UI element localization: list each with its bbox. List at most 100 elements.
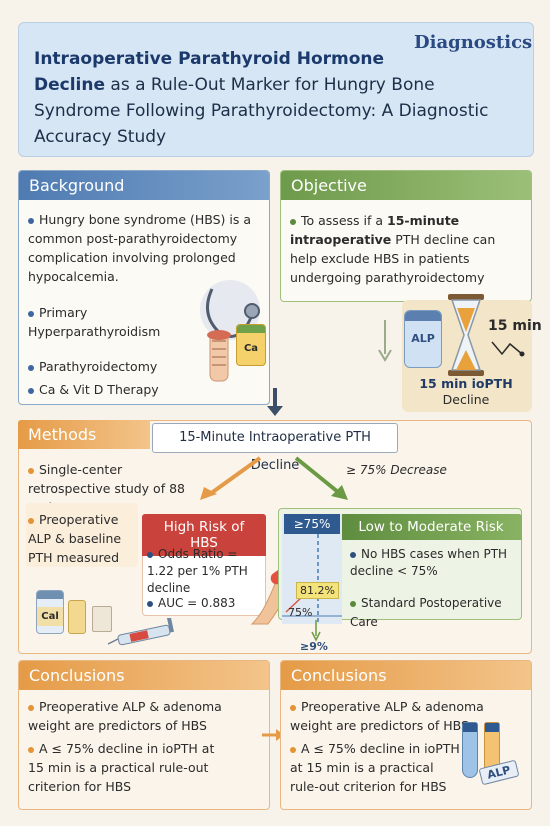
hourglass-glass bbox=[450, 299, 482, 371]
methods-bullet-2-text: Preoperative ALP & baseline PTH measured bbox=[28, 512, 122, 565]
bullet-icon bbox=[350, 551, 356, 558]
background-bullet-2: Primary Hyperparathyroidism bbox=[28, 303, 188, 341]
high-risk-bullet-2: AUC = 0.883 bbox=[147, 594, 265, 613]
title-line-4: Accuracy Study bbox=[34, 127, 167, 147]
orange-branch-arrow-shaft bbox=[208, 456, 262, 496]
background-bullet-3-text: Parathyroidectomy bbox=[39, 359, 158, 374]
high-risk-bullet-2-text: AUC = 0.883 bbox=[158, 596, 236, 610]
background-to-methods-arrow bbox=[267, 388, 283, 416]
chart-value-label: 81.2% bbox=[296, 582, 339, 599]
arrow-head bbox=[267, 406, 283, 416]
alp-vial-label: ALP bbox=[411, 332, 435, 345]
high-risk-header: High Risk of HBS bbox=[142, 514, 266, 556]
conclusions-left-bullet-1-text: Preoperative ALP & adenoma weight are pr… bbox=[28, 699, 222, 733]
high-risk-bullet-1-text: Odds Ratio = 1.22 per 1% PTH decline bbox=[147, 547, 248, 595]
objective-text: To assess if a 15-minute intraoperative … bbox=[290, 211, 525, 287]
journal-name: Diagnostics bbox=[414, 32, 533, 53]
stethoscope-chest-piece-icon bbox=[244, 303, 260, 319]
conclusions-right-header: Conclusions bbox=[281, 661, 531, 690]
methods-header: Methods bbox=[18, 420, 150, 449]
background-bullet-4: Ca & Vit D Therapy bbox=[28, 380, 198, 399]
title-line-3: Syndrome Following Parathyroidectomy: A … bbox=[34, 101, 489, 121]
background-bullet-2-text: Primary Hyperparathyroidism bbox=[28, 305, 161, 339]
title-line-1: Intraoperative Parathyroid Hormone bbox=[34, 49, 385, 69]
syringe-blood bbox=[129, 630, 149, 642]
low-risk-bullet-1: No HBS cases when PTH decline < 75% bbox=[350, 546, 520, 580]
hourglass-caption-rest: Decline bbox=[442, 392, 490, 407]
ca-bottle-cap bbox=[237, 325, 265, 333]
ca-bottle-label: Ca bbox=[243, 343, 259, 354]
green-branch-arrow-head bbox=[331, 485, 348, 500]
conclusions-left-bullet-2: A ≤ 75% decline in ioPTH at 15 min is a … bbox=[28, 739, 228, 796]
hourglass-sand-bottom bbox=[456, 350, 476, 370]
high-risk-bullet-1: Odds Ratio = 1.22 per 1% PTH decline bbox=[147, 546, 265, 597]
alp-vial-cap bbox=[405, 311, 441, 321]
bullet-icon bbox=[290, 218, 296, 225]
hourglass-caption-bold: 15 min ioPTH bbox=[419, 376, 513, 391]
conclusions-left-header: Conclusions bbox=[19, 661, 269, 690]
thyroid-gland-icon bbox=[207, 330, 231, 340]
cal-bottle-cap bbox=[37, 591, 63, 599]
cal-bottle-icon: Cal bbox=[36, 590, 64, 634]
bullet-icon bbox=[28, 387, 34, 394]
objective-panel: Objective bbox=[280, 170, 532, 302]
low-risk-bullet-2-text: Standard Postoperative Care bbox=[350, 596, 502, 629]
page-title: Intraoperative Parathyroid Hormone Decli… bbox=[34, 46, 504, 150]
cal-bottle-label: Cal bbox=[37, 607, 63, 626]
bullet-icon bbox=[28, 217, 34, 224]
hourglass-caption: 15 min ioPTH Decline bbox=[404, 376, 528, 408]
chart-top-label: ≥75% bbox=[284, 514, 340, 534]
bullet-icon bbox=[28, 517, 34, 524]
chart-left-label: 75% bbox=[288, 606, 313, 619]
low-risk-bullet-1-text: No HBS cases when PTH decline < 75% bbox=[350, 547, 508, 578]
conclusions-right-bullet-1: Preoperative ALP & adenoma weight are pr… bbox=[290, 697, 525, 735]
methods-center-box: 15-Minute Intraoperative PTH Decline bbox=[152, 423, 398, 473]
objective-text-a: To assess if a bbox=[301, 213, 387, 228]
decline-arrow-icon bbox=[491, 341, 525, 357]
title-line-2-bold: Decline bbox=[34, 75, 106, 95]
fifteen-min-label: 15 min bbox=[488, 318, 542, 334]
branching-arrows bbox=[200, 456, 348, 500]
low-risk-bullet-2: Standard Postoperative Care bbox=[350, 594, 522, 632]
alp-vial-icon: ALP bbox=[404, 310, 442, 368]
background-bullet-3: Parathyroidectomy bbox=[28, 357, 198, 376]
decline-line bbox=[491, 341, 523, 356]
methods-bullet-2: Preoperative ALP & baseline PTH measured bbox=[28, 510, 138, 567]
objective-header: Objective bbox=[281, 171, 531, 200]
green-branch-arrow-shaft bbox=[294, 456, 340, 494]
bullet-icon bbox=[28, 746, 34, 753]
title-banner bbox=[18, 22, 534, 157]
decline-point bbox=[519, 351, 525, 357]
bullet-icon bbox=[290, 746, 296, 753]
hourglass-bottom-cap bbox=[448, 370, 484, 376]
chart-down-arrow bbox=[311, 620, 321, 642]
bullet-icon bbox=[147, 600, 153, 607]
conclusions-right-bullet-2-text: A ≤ 75% decline in ioPTH at 15 min is a … bbox=[290, 741, 460, 794]
tablet-box-icon bbox=[92, 606, 112, 632]
bullet-icon bbox=[290, 704, 296, 711]
background-header: Background bbox=[19, 171, 269, 200]
bullet-icon bbox=[28, 704, 34, 711]
low-risk-header: Low to Moderate Risk bbox=[340, 514, 522, 540]
hourglass-top-cap bbox=[448, 294, 484, 300]
objective-text-b: PTH decline can help exclude HBS in pati… bbox=[290, 232, 496, 285]
bullet-icon bbox=[350, 600, 356, 607]
background-bullet-4-text: Ca & Vit D Therapy bbox=[39, 382, 159, 397]
bullet-icon bbox=[147, 551, 153, 558]
hourglass-icon bbox=[448, 294, 484, 376]
background-bullet-1: Hungry bone syndrome (HBS) is a common p… bbox=[28, 210, 258, 286]
test-tube-orange-cap bbox=[485, 723, 499, 732]
hourglass-sand-top bbox=[457, 308, 475, 332]
ca-bottle-icon: Ca bbox=[236, 324, 266, 366]
orange-branch-arrow-head bbox=[200, 487, 217, 500]
bullet-icon bbox=[28, 467, 34, 474]
arrow-head bbox=[378, 349, 392, 362]
sample-bottle-icon bbox=[68, 600, 86, 634]
conclusions-right-bullet-1-text: Preoperative ALP & adenoma weight are pr… bbox=[290, 699, 484, 733]
conclusions-left-bullet-1: Preoperative ALP & adenoma weight are pr… bbox=[28, 697, 263, 735]
title-line-2-rest: as a Rule-Out Marker for Hungry Bone bbox=[105, 75, 435, 95]
decrease-label: ≥ 75% Decrease bbox=[346, 463, 447, 477]
background-bullet-1-text: Hungry bone syndrome (HBS) is a common p… bbox=[28, 212, 252, 284]
chart-bottom-label: ≥9% bbox=[300, 640, 328, 653]
bullet-icon bbox=[28, 364, 34, 371]
